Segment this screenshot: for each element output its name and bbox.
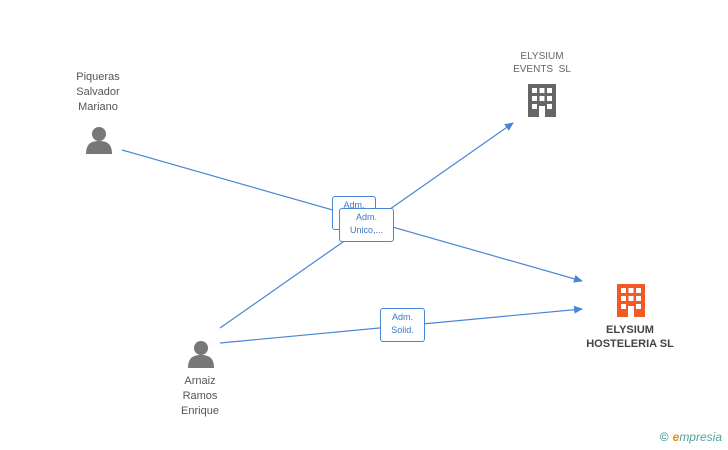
person-name-piqueras[interactable]: Piqueras Salvador Mariano [76, 71, 120, 113]
person-icon[interactable] [86, 127, 112, 154]
empresia-logo[interactable]: ©empresia [660, 430, 722, 444]
person-name-arnaiz[interactable]: Arnaiz Ramos Enrique [181, 375, 219, 417]
company-name-hosteleria[interactable]: ELYSIUM HOSTELERIA SL [586, 324, 674, 350]
edge-label-adm-unico[interactable]: Adm. Unico,... [339, 208, 394, 242]
copyright-symbol: © [659, 430, 669, 444]
building-icon[interactable] [528, 84, 556, 117]
brand-e: e [672, 430, 680, 444]
brand-text: mpresia [679, 430, 722, 444]
building-icon-highlighted[interactable] [617, 284, 645, 317]
person-icon[interactable] [188, 341, 214, 368]
edge-label-adm-solid[interactable]: Adm. Solid. [380, 308, 425, 342]
company-name-events[interactable]: ELYSIUM EVENTS SL [513, 51, 571, 75]
